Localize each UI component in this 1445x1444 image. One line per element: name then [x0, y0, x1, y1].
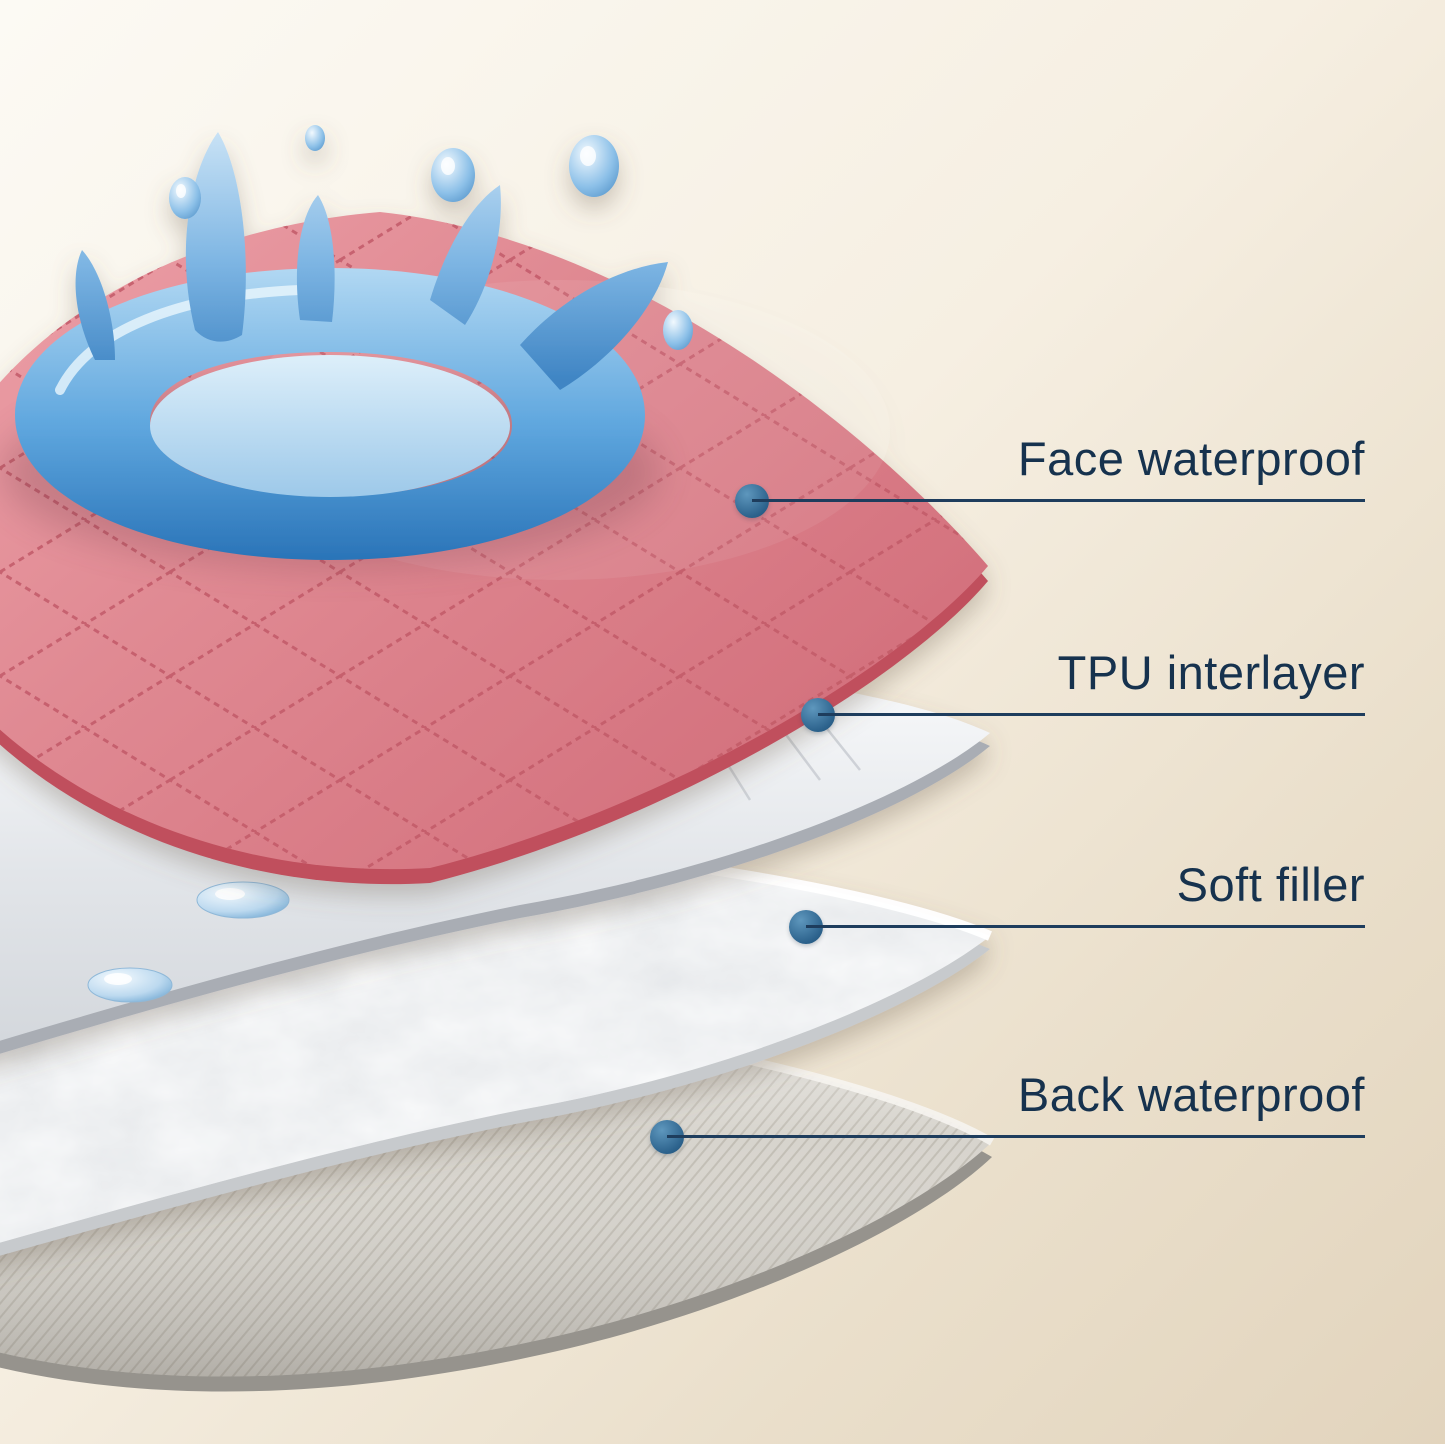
layer-label-back-waterproof: Back waterproof: [1017, 1068, 1365, 1121]
callout-back-waterproof: Back waterproof: [650, 1063, 1365, 1154]
callout-face-waterproof: Face waterproof: [735, 427, 1365, 518]
layer-label-tpu-interlayer: TPU interlayer: [1057, 646, 1365, 699]
layer-label-soft-filler: Soft filler: [1176, 858, 1365, 911]
water-splash: [0, 125, 693, 567]
layer-label-face-waterproof: Face waterproof: [1017, 432, 1365, 485]
callout-tpu-interlayer: TPU interlayer: [801, 641, 1365, 732]
layer-face-waterproof-sheet: [0, 125, 988, 885]
leader-line: [752, 499, 1365, 502]
leader-line: [818, 713, 1365, 716]
leader-line: [667, 1135, 1365, 1138]
leader-line: [806, 925, 1365, 928]
callout-soft-filler: Soft filler: [789, 853, 1365, 944]
